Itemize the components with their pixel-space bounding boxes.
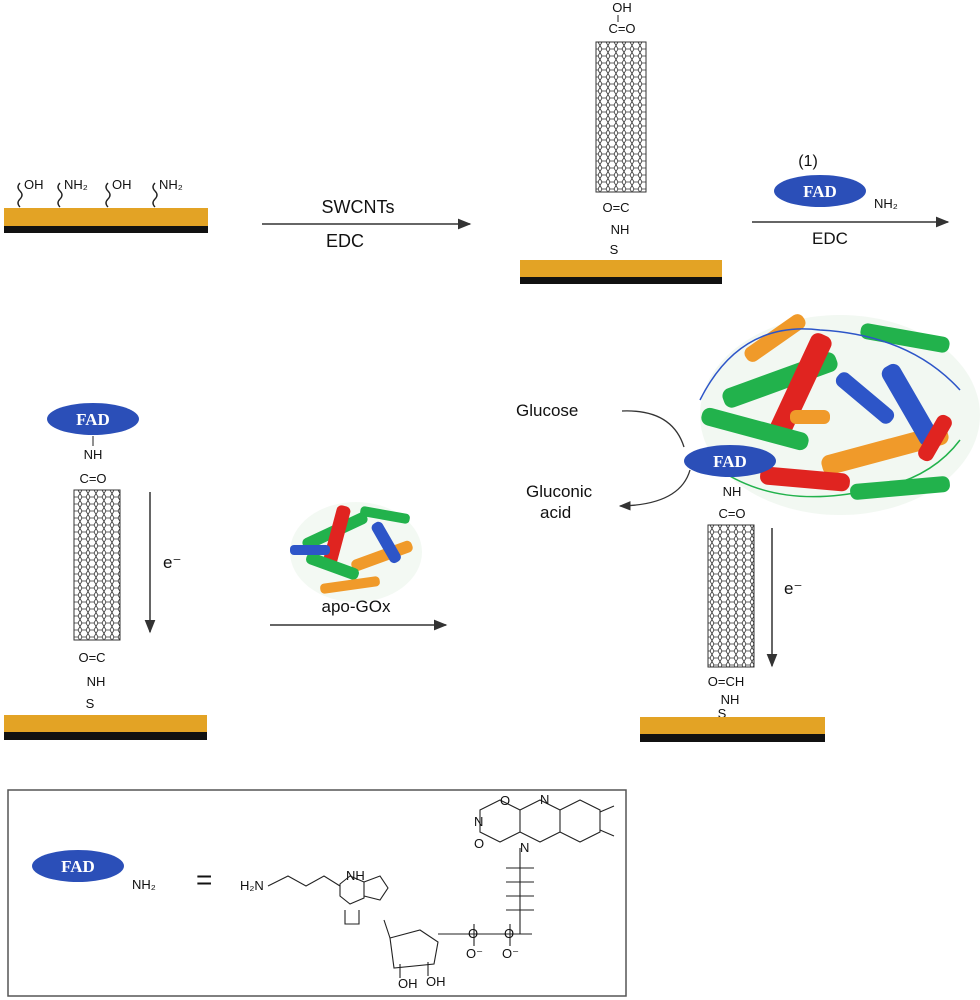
fad-ellipse: [774, 175, 866, 207]
legend-frame: [7, 789, 627, 997]
svg-text:N: N: [540, 792, 549, 807]
svg-text:OH: OH: [426, 974, 446, 989]
fad-nh: NH: [723, 484, 742, 499]
electrode-base: [640, 734, 825, 742]
svg-text:O: O: [504, 926, 514, 941]
gluconic-label-line2: acid: [540, 503, 571, 522]
surface-group-4: NH₂: [159, 177, 183, 192]
svg-text:O⁻: O⁻: [466, 946, 483, 961]
step3-fad-cnt-electrode: FAD NH C=O O=C NH S e⁻: [4, 403, 207, 740]
arrow-label: apo-GOx: [322, 597, 391, 616]
glucose-label: Glucose: [516, 401, 578, 420]
fad-label: FAD: [713, 452, 747, 471]
gluconic-label-line1: Gluconic: [526, 482, 593, 501]
gox-protein: [699, 314, 980, 515]
legend-amine: NH₂: [132, 877, 156, 892]
step4-gox-electrode: FAD NH C=O O=CH NH S e⁻ Glucose Gluconic…: [516, 314, 980, 742]
surface-group-2: NH₂: [64, 177, 88, 192]
electron-label: e⁻: [784, 579, 802, 598]
arrow-bottom-label: EDC: [812, 229, 848, 248]
fad-structure-atoms: H₂N NH O N O N N O O O⁻ O⁻ OH OH: [240, 792, 549, 991]
fad-nh: NH: [84, 447, 103, 462]
cnt-bottom-co: O=C: [78, 650, 105, 665]
fad-label: FAD: [76, 410, 110, 429]
legend-equals: =: [196, 864, 212, 895]
electron-label: e⁻: [163, 553, 181, 572]
electrode-base: [4, 732, 207, 740]
svg-text:N: N: [520, 840, 529, 855]
legend-box: FAD NH₂ = H₂N: [7, 789, 627, 997]
svg-text:O: O: [500, 793, 510, 808]
gold-electrode: [4, 208, 208, 226]
cnt-bottom-s: S: [86, 696, 95, 711]
arrow-step2: (1) FAD NH₂ EDC: [752, 153, 950, 248]
cnt-bottom-co: O=CH: [708, 674, 744, 689]
cnt-top-co: C=O: [608, 21, 635, 36]
apo-gox-protein: [290, 502, 422, 602]
carbon-nanotube: [707, 524, 755, 668]
svg-text:O: O: [474, 836, 484, 851]
svg-text:O⁻: O⁻: [502, 946, 519, 961]
surface-group-1: OH: [24, 177, 44, 192]
electrode-base: [520, 277, 722, 284]
fad-label: FAD: [61, 857, 95, 876]
gold-electrode: [4, 715, 207, 732]
cnt-top-oh: OH: [612, 0, 632, 15]
fad-label: FAD: [803, 182, 837, 201]
gold-electrode: [520, 260, 722, 277]
surface-group-3: OH: [112, 177, 132, 192]
cnt-bottom-nh: NH: [721, 692, 740, 707]
arrow-step3: apo-GOx: [270, 502, 448, 631]
surface-linkers: [17, 182, 158, 208]
reagent-number: (1): [798, 153, 818, 170]
reagent-amine: NH₂: [874, 196, 898, 211]
fad-co: C=O: [718, 506, 745, 521]
svg-text:H₂N: H₂N: [240, 878, 264, 893]
cnt-bottom-s: S: [718, 706, 727, 721]
svg-text:OH: OH: [398, 976, 418, 991]
svg-text:N: N: [474, 814, 483, 829]
cnt-bottom-nh: NH: [87, 674, 106, 689]
svg-text:NH: NH: [346, 868, 365, 883]
fad-amine-structure: [267, 799, 615, 978]
glucose-arrow: [621, 410, 685, 448]
arrow-bottom-label: EDC: [326, 231, 364, 251]
gold-electrode: [640, 717, 825, 734]
fad-ellipse: [47, 403, 139, 435]
fad-co: C=O: [79, 471, 106, 486]
step1-surface: OH NH₂ OH NH₂: [4, 177, 208, 233]
gluconic-arrow: [618, 469, 691, 511]
carbon-nanotube: [73, 489, 121, 641]
svg-text:O: O: [468, 926, 478, 941]
cnt-bottom-s: S: [610, 242, 619, 257]
fad-ellipse: [684, 445, 776, 477]
cnt-bottom-nh: NH: [611, 222, 630, 237]
fad-ellipse: [32, 850, 124, 882]
arrow-top-label: SWCNTs: [322, 197, 395, 217]
step2-cnt-electrode: OH C=O O=C NH S: [520, 0, 722, 284]
carbon-nanotube: [595, 41, 647, 193]
electrode-base: [4, 226, 208, 233]
cnt-bottom-co: O=C: [602, 200, 629, 215]
arrow-step1: SWCNTs EDC: [262, 197, 472, 251]
